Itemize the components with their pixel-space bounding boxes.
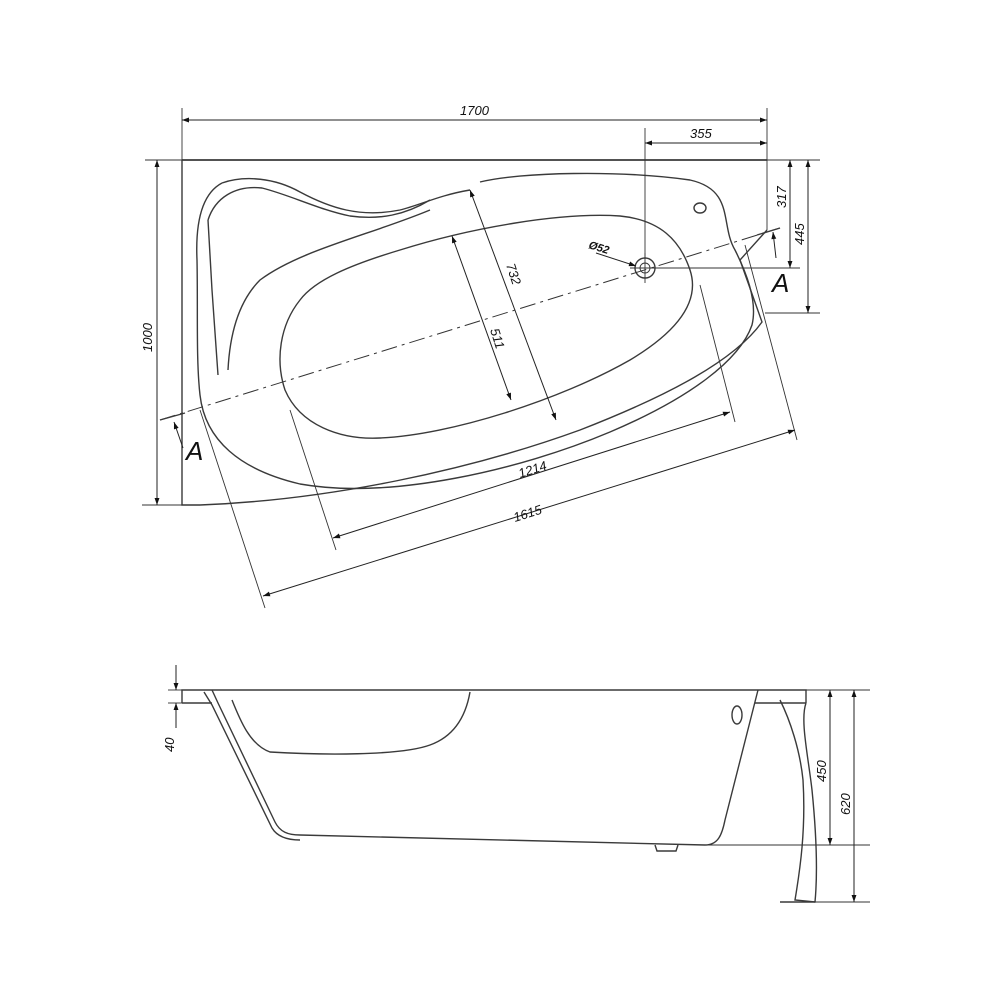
section-arrow-right (771, 231, 777, 259)
headrest-inner (207, 186, 431, 221)
dim-inner-width: 732 (503, 261, 524, 287)
dim-outer-length: 1615 (511, 502, 544, 525)
side-headrest (231, 691, 471, 755)
dim-tub-depth: 450 (814, 760, 829, 782)
dim-overall-length: 1700 (460, 103, 490, 118)
backrest (207, 209, 431, 376)
dim-drain-offset: 355 (690, 126, 712, 141)
dim-end-width: 445 (792, 223, 807, 245)
section-label-right: A (770, 268, 789, 298)
dim-overall-width: 1000 (140, 322, 155, 352)
side-overflow (731, 705, 743, 725)
dim-drain-depth-offset: 317 (774, 186, 789, 208)
side-body-inner (203, 691, 301, 841)
side-leg (779, 699, 818, 903)
dim-basin-length: 1214 (516, 458, 548, 481)
dim-drain-diameter: Ø52 (587, 239, 610, 257)
side-view: 40 450 620 (162, 665, 870, 903)
dim-line-1615 (262, 429, 796, 597)
dim-rim-thickness: 40 (162, 737, 177, 752)
plan-view: A A 1700 355 1000 317 445 Ø52 732 511 (140, 103, 820, 609)
overflow-hole (693, 202, 707, 214)
side-drain (654, 844, 679, 852)
dim-basin-width: 511 (487, 326, 508, 350)
dim-line-511 (451, 235, 512, 401)
tub-outline (181, 159, 768, 506)
inner-basin (279, 214, 694, 439)
headrest (221, 177, 471, 214)
dim-line-drain (595, 252, 637, 267)
dim-line-732 (469, 189, 557, 421)
section-arrow-left (173, 421, 184, 449)
section-axis (159, 227, 781, 421)
side-rim (181, 689, 807, 703)
section-label-left: A (184, 436, 203, 466)
side-body (211, 689, 759, 846)
dim-total-height: 620 (838, 793, 853, 815)
